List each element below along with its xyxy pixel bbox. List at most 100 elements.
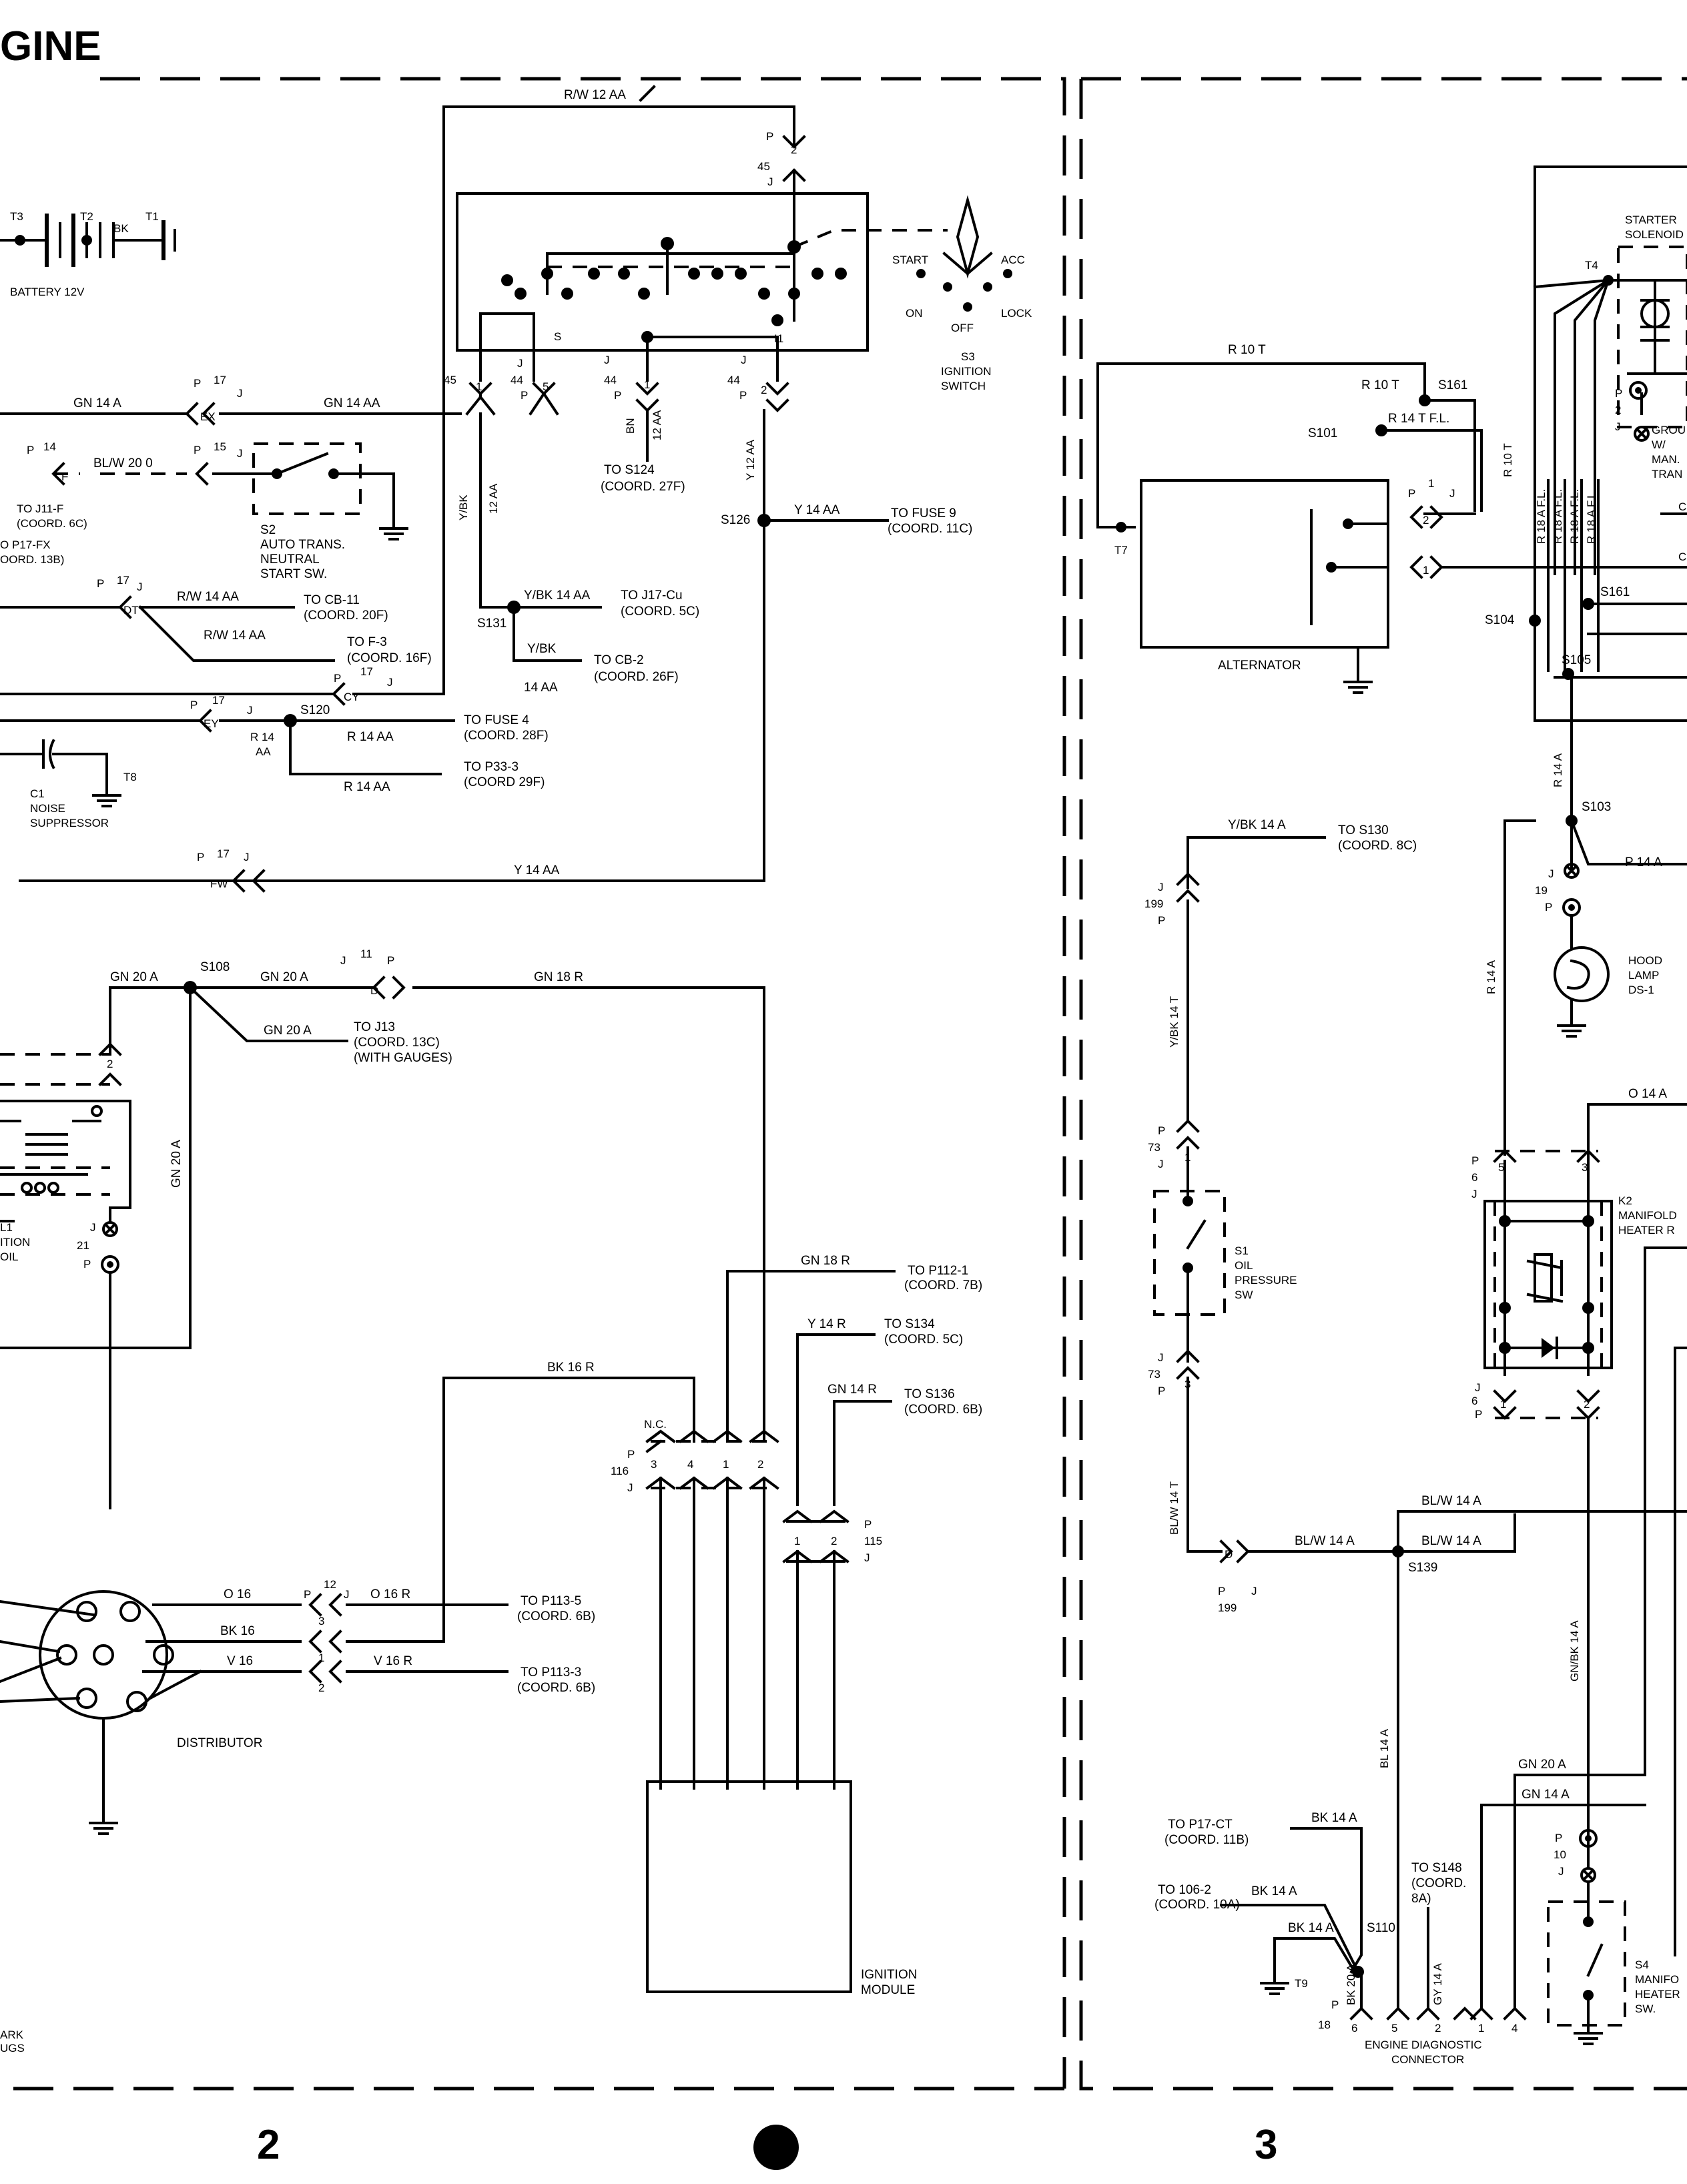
svg-text:1: 1 — [1428, 477, 1434, 490]
svg-text:(COORD. 28F): (COORD. 28F) — [464, 729, 549, 743]
svg-text:BK 20 A: BK 20 A — [1345, 1964, 1357, 2005]
svg-text:C: C — [1678, 551, 1686, 563]
svg-text:(COORD. 11B): (COORD. 11B) — [1164, 1833, 1249, 1847]
ground-icon — [1343, 673, 1373, 694]
svg-text:R 14 AA: R 14 AA — [344, 780, 390, 794]
ground-icon — [1260, 1974, 1289, 1995]
svg-text:1: 1 — [1478, 2022, 1484, 2035]
svg-text:45: 45 — [757, 160, 770, 173]
svg-text:199: 199 — [1218, 1601, 1237, 1614]
svg-text:J: J — [1158, 1351, 1164, 1364]
svg-text:TO S124: TO S124 — [604, 463, 655, 477]
svg-text:J: J — [767, 175, 773, 188]
svg-text:1: 1 — [1423, 564, 1429, 577]
svg-text:5: 5 — [1498, 1161, 1504, 1174]
svg-text:P: P — [739, 389, 747, 402]
svg-text:IGNITION: IGNITION — [861, 1968, 917, 1982]
svg-text:FW: FW — [210, 877, 228, 890]
svg-text:12 AA: 12 AA — [487, 483, 500, 514]
svg-text:6: 6 — [1471, 1395, 1477, 1407]
svg-text:V 16: V 16 — [227, 1654, 253, 1668]
svg-text:P: P — [97, 577, 104, 590]
svg-text:J: J — [90, 1221, 96, 1234]
svg-text:P: P — [1331, 1998, 1339, 2011]
svg-text:P: P — [1475, 1408, 1482, 1421]
svg-text:TO F-3: TO F-3 — [347, 635, 387, 649]
svg-text:4: 4 — [687, 1458, 693, 1471]
svg-text:1: 1 — [318, 1652, 324, 1664]
svg-text:J: J — [137, 581, 143, 593]
svg-text:R 14 A: R 14 A — [1485, 960, 1497, 994]
svg-text:1: 1 — [723, 1458, 729, 1471]
svg-text:J: J — [1558, 1865, 1564, 1878]
svg-text:NEUTRAL: NEUTRAL — [260, 553, 320, 567]
svg-text:2: 2 — [1584, 1398, 1590, 1411]
svg-text:GN/BK 14 A: GN/BK 14 A — [1568, 1620, 1581, 1682]
svg-text:P: P — [614, 389, 621, 402]
svg-text:(COORD. 13C): (COORD. 13C) — [354, 1036, 440, 1050]
ground-icon — [92, 786, 121, 807]
svg-text:HEATER: HEATER — [1635, 1988, 1680, 2000]
svg-text:TO P113-5: TO P113-5 — [521, 1594, 581, 1608]
svg-text:P: P — [1158, 1385, 1165, 1397]
svg-text:TO FUSE 9: TO FUSE 9 — [891, 506, 956, 520]
svg-text:S105: S105 — [1562, 653, 1591, 667]
svg-text:J: J — [247, 704, 253, 717]
svg-text:(COORD. 7B): (COORD. 7B) — [904, 1279, 982, 1293]
label-t3: T3 — [10, 210, 23, 223]
ignition-switch-label: S3 — [961, 350, 975, 363]
svg-text:(COORD. 6B): (COORD. 6B) — [904, 1403, 982, 1417]
svg-text:45: 45 — [444, 374, 456, 386]
svg-text:19: 19 — [1535, 884, 1548, 897]
svg-text:15: 15 — [214, 440, 226, 453]
svg-text:TO J17-Cu: TO J17-Cu — [621, 589, 683, 603]
svg-text:PRESSURE: PRESSURE — [1235, 1274, 1297, 1287]
svg-text:TO P33-3: TO P33-3 — [464, 760, 519, 774]
svg-text:O 14 A: O 14 A — [1628, 1087, 1667, 1101]
svg-text:R 14 AA: R 14 AA — [347, 730, 394, 744]
svg-text:MODULE: MODULE — [861, 1983, 915, 1997]
svg-text:UGS: UGS — [0, 2042, 25, 2055]
svg-text:Y/BK: Y/BK — [457, 494, 470, 520]
svg-text:J: J — [1475, 1381, 1481, 1394]
svg-text:14 AA: 14 AA — [524, 681, 558, 695]
svg-text:MAN.: MAN. — [1652, 453, 1680, 466]
splice-s126: S126 — [721, 513, 750, 527]
battery — [0, 214, 176, 267]
svg-text:44: 44 — [604, 374, 617, 386]
svg-text:P: P — [1471, 1154, 1479, 1167]
svg-text:3: 3 — [1582, 1161, 1588, 1174]
svg-text:S2: S2 — [260, 523, 276, 537]
svg-text:(COORD. 5C): (COORD. 5C) — [621, 605, 699, 619]
svg-text:J: J — [1158, 881, 1164, 893]
svg-text:R 10 T: R 10 T — [1361, 378, 1399, 392]
svg-text:18: 18 — [1318, 2019, 1331, 2031]
svg-text:S1: S1 — [1235, 1244, 1249, 1257]
svg-text:1: 1 — [644, 378, 650, 391]
svg-text:CONNECTOR: CONNECTOR — [1391, 2053, 1464, 2066]
svg-text:S103: S103 — [1582, 800, 1611, 814]
svg-text:S161: S161 — [1600, 585, 1630, 599]
svg-text:GN 14 R: GN 14 R — [827, 1383, 877, 1397]
svg-text:3: 3 — [651, 1458, 657, 1471]
svg-text:J: J — [244, 851, 250, 863]
svg-text:HEATER R: HEATER R — [1618, 1224, 1675, 1236]
svg-text:P: P — [83, 1258, 91, 1270]
svg-text:P: P — [1158, 914, 1165, 927]
svg-text:R/W 14 AA: R/W 14 AA — [204, 629, 266, 643]
svg-text:TO S136: TO S136 — [904, 1387, 955, 1401]
svg-text:P: P — [521, 389, 528, 402]
svg-text:T9: T9 — [1295, 1977, 1308, 1990]
svg-text:J: J — [387, 676, 393, 689]
svg-text:J: J — [1449, 487, 1455, 500]
svg-text:P: P — [1158, 1124, 1165, 1137]
svg-text:O 16 R: O 16 R — [370, 1587, 410, 1601]
alternator — [1140, 479, 1389, 649]
svg-text:17: 17 — [117, 574, 129, 587]
label-t2: T2 — [80, 210, 93, 223]
label-t1: T1 — [145, 210, 159, 223]
svg-text:J: J — [741, 354, 747, 366]
ground-icon — [1557, 1016, 1586, 1038]
svg-text:GN 14 A: GN 14 A — [73, 396, 121, 410]
